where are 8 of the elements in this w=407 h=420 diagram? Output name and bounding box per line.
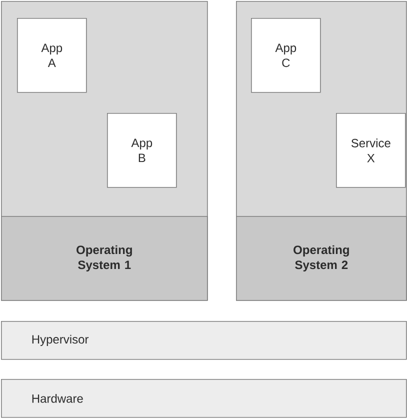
hypervisor-bar: Hypervisor <box>1 321 407 360</box>
operating-system-band: Operating System 1 <box>1 216 208 301</box>
app-box: App B <box>107 113 177 188</box>
app-box: App A <box>17 18 87 93</box>
service-box: Service X <box>336 113 406 188</box>
operating-system-band: Operating System 2 <box>236 216 407 301</box>
app-box: App C <box>251 18 321 93</box>
hardware-bar: Hardware <box>1 379 407 418</box>
